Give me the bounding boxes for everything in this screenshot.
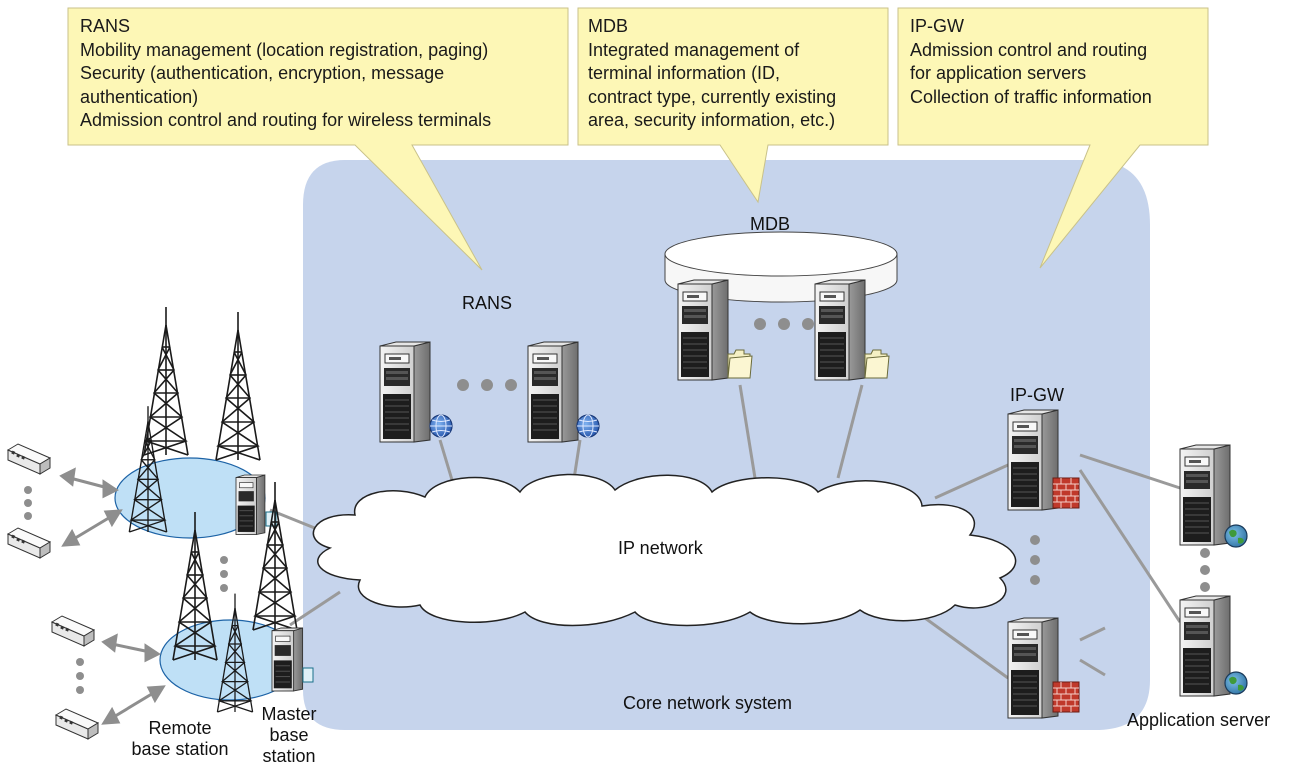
callout-ipgw xyxy=(897,7,1209,269)
remote-base-station-line-2: base station xyxy=(131,739,229,759)
master-base-station-label: Master base station xyxy=(254,704,324,767)
callout-rans-line-4: Admission control and routing for wirele… xyxy=(80,110,492,130)
application-server-label: Application server xyxy=(1127,710,1271,730)
ipgw-server-2 xyxy=(1007,617,1059,719)
master-base-station-line-2: base xyxy=(269,725,309,745)
callout-mdb-line-2: terminal information (ID, xyxy=(588,63,781,83)
callout-rans-line-1: Mobility management (location registrati… xyxy=(80,39,489,60)
base-station-ellipsis xyxy=(220,556,228,592)
core-network-label: Core network system xyxy=(623,693,793,713)
cloud-icon xyxy=(312,473,1017,627)
callout-rans-line-3: authentication) xyxy=(80,86,199,107)
callout-mdb xyxy=(577,7,889,204)
rans-ellipsis xyxy=(457,379,517,391)
callout-rans-text: RANS Mobility management (location regis… xyxy=(80,15,566,133)
ipgw-label: IP-GW xyxy=(1010,385,1064,405)
callout-ipgw-title: IP-GW xyxy=(910,16,964,36)
antenna-tower-icon xyxy=(215,311,261,461)
application-server-2 xyxy=(1179,595,1231,697)
callout-mdb-line-4: area, security information, etc.) xyxy=(588,110,836,130)
rans-label: RANS xyxy=(462,293,513,313)
terminal-ellipsis xyxy=(24,486,84,694)
firewall-icon xyxy=(1052,681,1080,713)
mdb-label: MDB xyxy=(750,214,790,234)
ipgw-server-1 xyxy=(1007,409,1059,511)
remote-base-station-label: Remote base station xyxy=(120,718,240,760)
rans-server-2 xyxy=(527,341,579,443)
wireless-terminal-icon xyxy=(55,708,99,740)
globe-icon xyxy=(429,414,453,438)
callout-ipgw-text: IP-GW Admission control and routing for … xyxy=(910,15,1206,109)
wireless-terminal-icon xyxy=(51,615,95,647)
callout-rans-line-2: Security (authentication, encryption, me… xyxy=(80,63,445,83)
remote-base-station-line-1: Remote xyxy=(148,718,212,738)
app-ellipsis xyxy=(1200,548,1210,592)
rans-server-1 xyxy=(379,341,431,443)
callout-mdb-title: MDB xyxy=(588,16,628,36)
callout-ipgw-line-2: for application servers xyxy=(910,63,1087,83)
wireless-terminal-icon xyxy=(7,443,51,475)
folder-icon xyxy=(727,349,753,379)
firewall-icon xyxy=(1052,477,1080,509)
callout-rans-title: RANS xyxy=(80,16,131,36)
globe-icon xyxy=(1224,524,1248,548)
master-base-station-line-3: station xyxy=(262,746,316,766)
globe-icon xyxy=(1224,671,1248,695)
callout-ipgw-line-3: Collection of traffic information xyxy=(910,86,1152,107)
application-server-1 xyxy=(1179,444,1231,546)
ipgw-ellipsis xyxy=(1030,535,1040,585)
radio-link-arrows xyxy=(59,467,166,725)
wireless-terminal-icon xyxy=(7,527,51,559)
ip-network-label: IP network xyxy=(618,538,703,558)
mdb-ellipsis xyxy=(754,318,814,330)
callout-ipgw-line-1: Admission control and routing xyxy=(910,39,1148,60)
callout-mdb-text: MDB Integrated management of terminal in… xyxy=(588,15,886,133)
master-base-station-line-1: Master xyxy=(261,704,317,724)
callout-rans xyxy=(67,7,569,271)
callout-mdb-line-1: Integrated management of xyxy=(588,39,800,60)
folder-icon xyxy=(864,349,890,379)
master-base-station-server-lower xyxy=(271,627,314,692)
globe-icon xyxy=(576,414,600,438)
mdb-server-2 xyxy=(814,279,866,381)
mdb-server-1 xyxy=(677,279,729,381)
callout-mdb-line-3: contract type, currently existing xyxy=(588,86,837,107)
